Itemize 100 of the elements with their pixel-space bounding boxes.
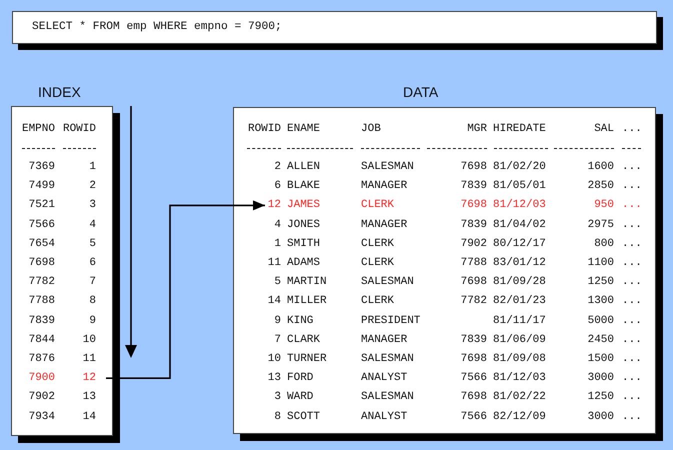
employee-number: 7369 [28,160,55,174]
ellipsis: ... [622,236,642,251]
column-header: JOB [361,122,381,136]
employee-name: MILLER [287,294,327,308]
hire-date: 81/05/01 [493,179,546,194]
hire-date: 81/09/08 [493,352,546,366]
job-title: SALESMAN [361,390,414,404]
salary-value: 800 [594,236,614,251]
rowid-value: 8 [274,410,281,424]
hire-date: 82/01/23 [493,294,546,308]
employee-name: JAMES [287,198,320,212]
column-header: ROWID [248,122,281,136]
employee-name: SMITH [287,236,320,251]
manager-number: 7782 [460,294,487,308]
salary-value: 1300 [588,294,614,308]
ellipsis: ... [622,198,642,212]
hire-date: 83/01/12 [493,256,546,270]
rowid-value: 13 [268,371,281,386]
employee-name: MARTIN [287,275,327,290]
manager-number: 7902 [460,236,487,251]
salary-value: 1100 [588,256,614,270]
employee-number: 7654 [28,236,55,251]
ellipsis: ... [622,294,642,308]
column-header: EMPNO [22,122,55,136]
employee-number: 7499 [28,179,55,194]
ellipsis: ... [622,371,642,386]
rowid-value: 12 [268,198,281,212]
job-title: SALESMAN [361,352,414,366]
rowid-value: 1 [274,236,281,251]
hire-date: 81/04/02 [493,218,546,232]
rowid-value: 9 [274,314,281,328]
salary-value: 5000 [588,314,614,328]
ellipsis: ... [622,256,642,270]
manager-number: 7839 [460,218,487,232]
employee-number: 7876 [28,352,55,366]
hire-date: 81/11/17 [493,314,546,328]
column-header: ROWID [62,122,96,136]
manager-number: 7788 [460,256,487,270]
employee-name: WARD [287,390,314,404]
rowid-value: 4 [274,218,281,232]
manager-number: 7698 [460,275,487,290]
manager-number: 7698 [460,198,487,212]
job-title: MANAGER [361,332,408,347]
salary-value: 3000 [588,371,614,386]
manager-number: 7566 [460,410,487,424]
rowid-value: 7 [274,332,281,347]
salary-value: 2850 [588,179,614,194]
rowid-value: 10 [82,332,96,347]
job-title: CLERK [361,236,394,251]
employee-name: TURNER [287,352,327,366]
arrow [106,200,265,379]
column-header: SAL [594,122,614,136]
column-header: ... [622,122,642,136]
manager-number: 7698 [460,390,487,404]
rowid-value: 1 [89,160,96,174]
panel-heading: DATA [403,84,438,100]
employee-number: 7844 [28,332,55,347]
hire-date: 81/06/09 [493,332,546,347]
employee-name: ALLEN [287,160,320,174]
rowid-value: 3 [274,390,281,404]
employee-number: 7566 [28,218,55,232]
employee-name: CLARK [287,332,320,347]
job-title: SALESMAN [361,160,414,174]
rowid-value: 6 [274,179,281,194]
rowid-value: 3 [89,198,96,212]
manager-number: 7839 [460,179,487,194]
rowid-value: 8 [89,294,96,308]
job-title: MANAGER [361,218,408,232]
ellipsis: ... [622,218,642,232]
employee-name: SCOTT [287,410,320,424]
salary-value: 2975 [588,218,614,232]
manager-number: 7698 [460,160,487,174]
ellipsis: ... [622,410,642,424]
job-title: MANAGER [361,179,408,194]
rowid-value: 9 [89,314,96,328]
salary-value: 2450 [588,332,614,347]
ellipsis: ... [622,179,642,194]
employee-number: 7839 [28,314,55,328]
rowid-value: 11 [268,256,281,270]
employee-number: 7934 [28,410,55,424]
panel-heading: INDEX [38,84,81,100]
hire-date: 81/12/03 [493,198,546,212]
job-title: ANALYST [361,371,408,386]
rowid-value: 5 [274,275,281,290]
sql-query: SELECT * FROM emp WHERE empno = 7900; [32,20,282,34]
rowid-value: 7 [89,275,96,290]
job-title: PRESIDENT [361,314,420,328]
salary-value: 1500 [588,352,614,366]
employee-name: KING [287,314,314,328]
query-panel [12,11,664,51]
hire-date: 82/12/09 [493,410,546,424]
salary-value: 1250 [588,275,614,290]
rowid-value: 4 [89,218,96,232]
rowid-value: 6 [89,256,96,270]
salary-value: 1250 [588,390,614,404]
hire-date: 81/12/03 [493,371,546,386]
job-title: ANALYST [361,410,408,424]
column-header: MGR [467,122,487,136]
data-table-panel [233,84,663,442]
manager-number: 7839 [460,332,487,347]
